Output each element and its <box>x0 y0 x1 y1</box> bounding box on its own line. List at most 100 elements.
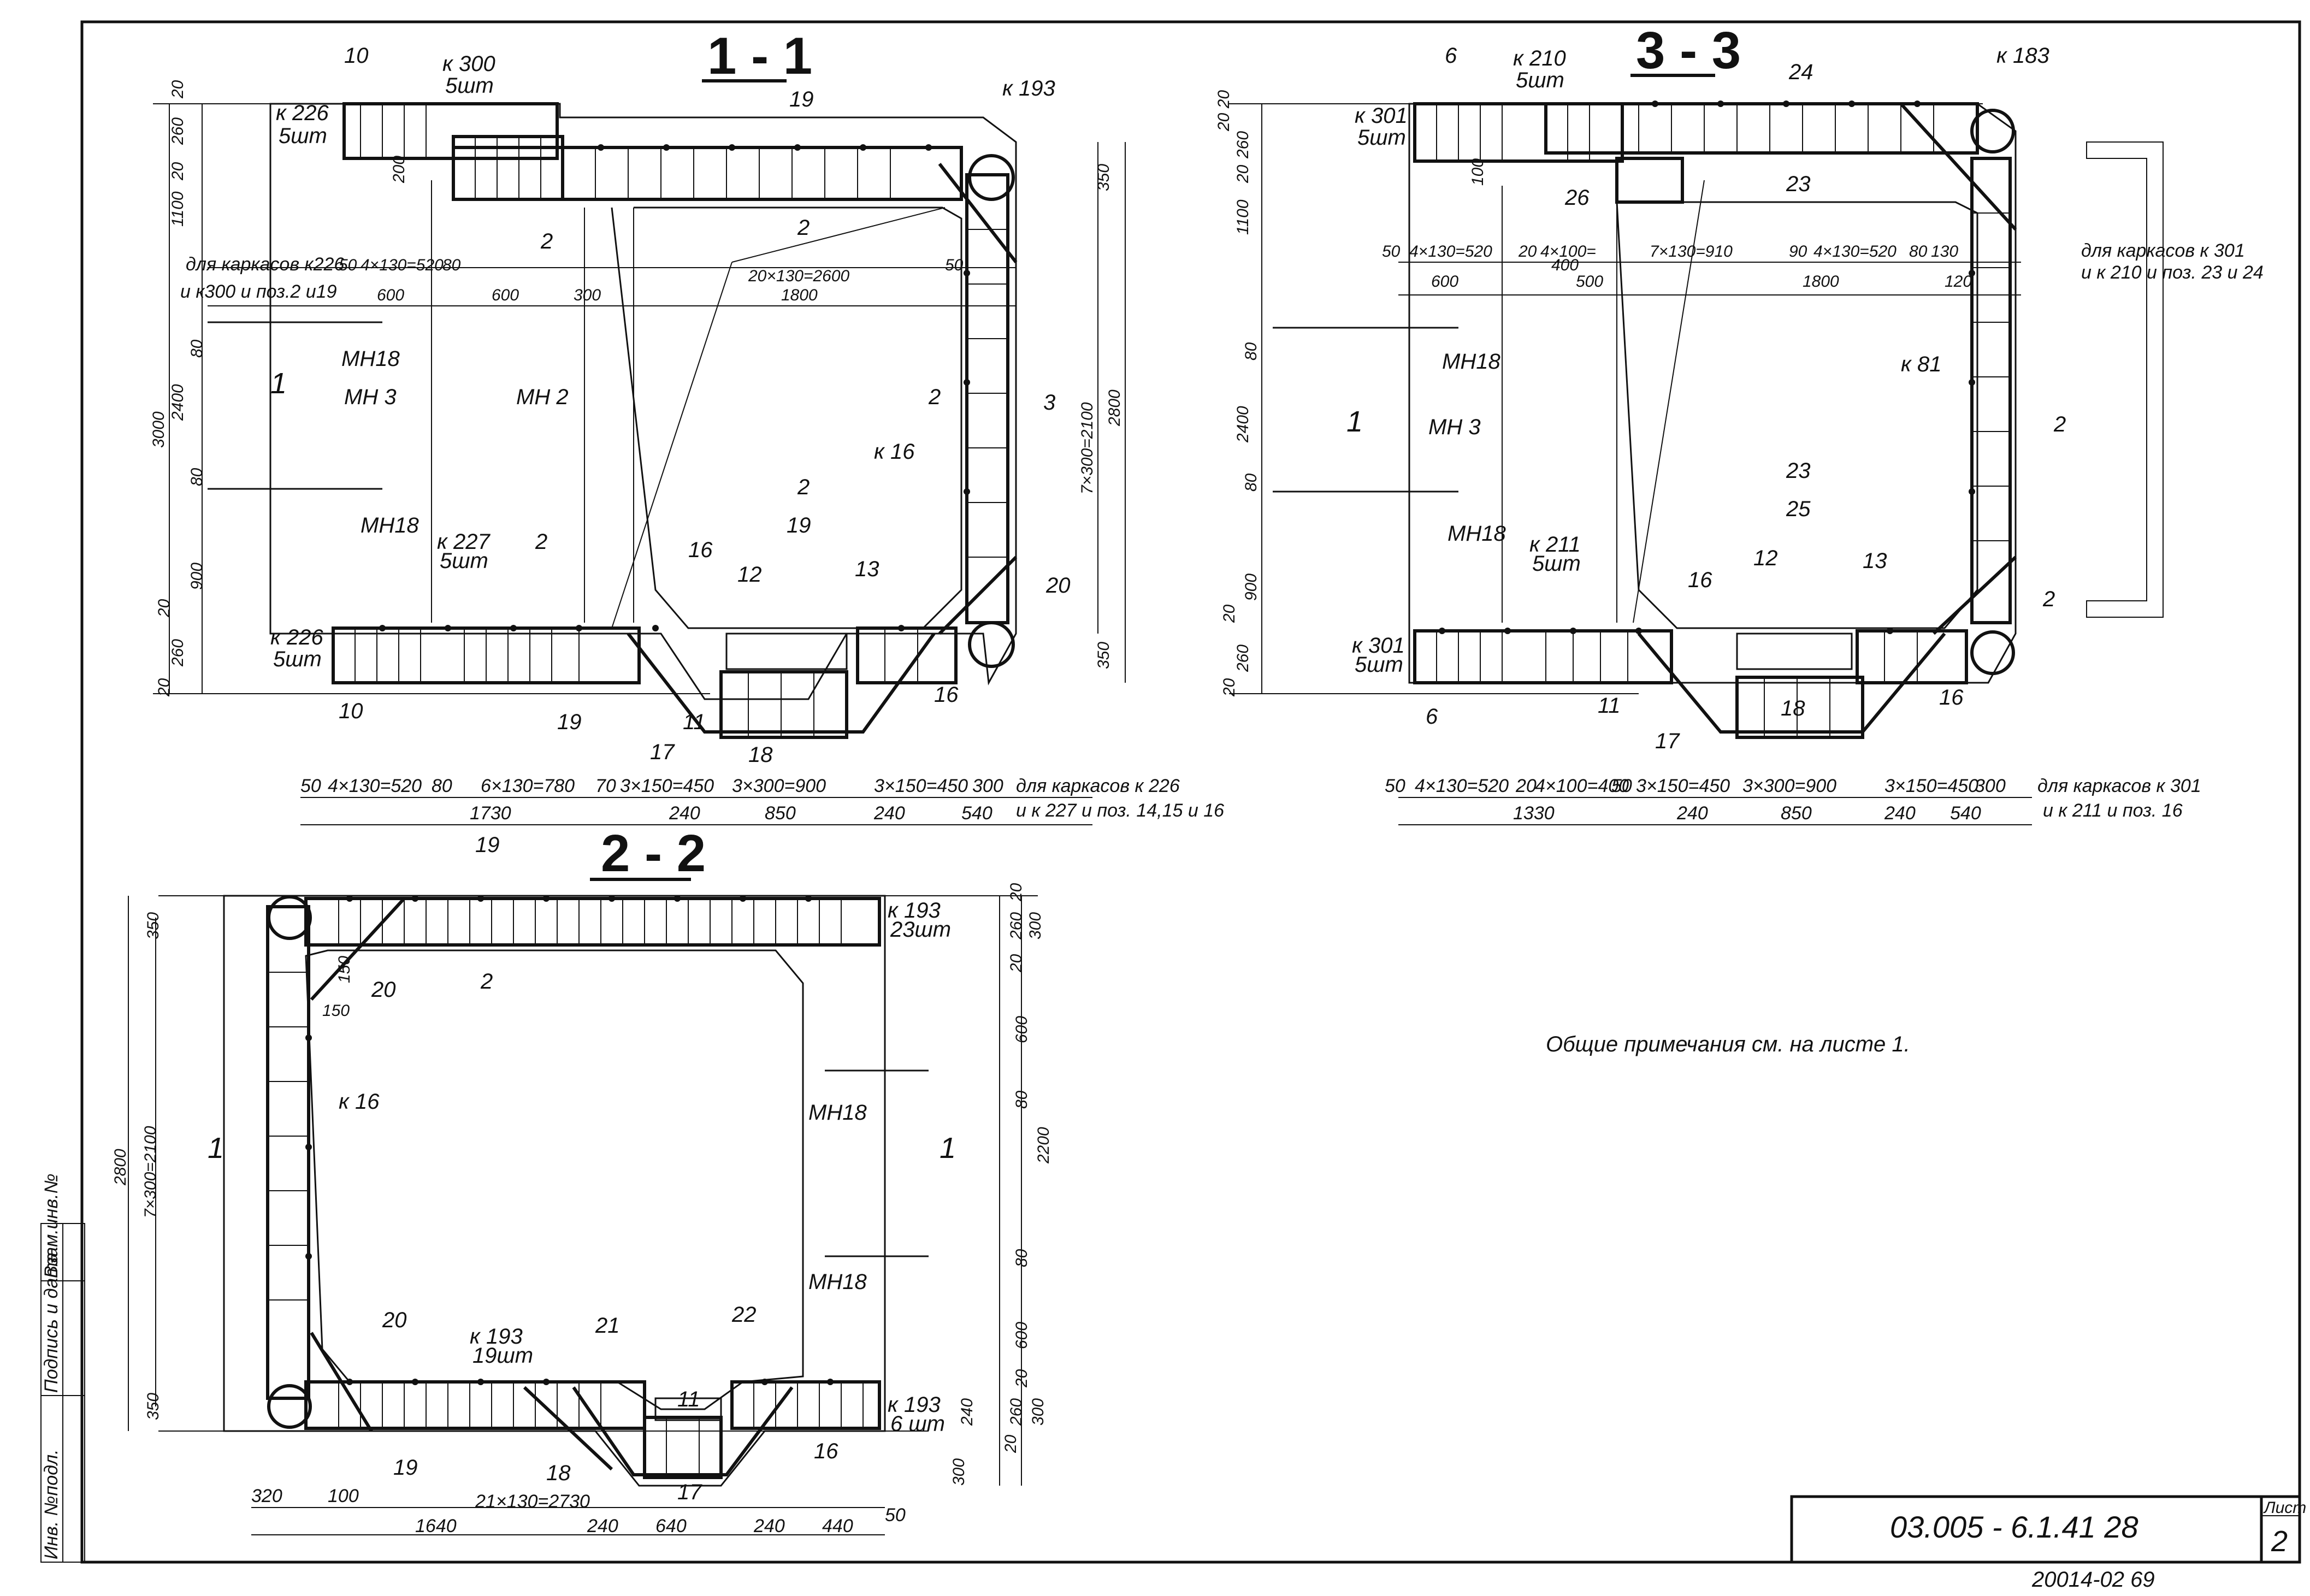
dim-1100-33: 1100 <box>1234 199 1252 235</box>
tag-k301-top: к 301 <box>1355 104 1408 128</box>
tag-16-22: 16 <box>814 1439 838 1463</box>
dim-80b: 80 <box>188 468 206 486</box>
tag-mh3-33: МН 3 <box>1428 415 1481 439</box>
dim-150a-22: 150 <box>335 956 353 983</box>
tag-2-c: 2 <box>928 385 941 409</box>
tag-17-22: 17 <box>677 1480 702 1504</box>
tag-6: 6 <box>1445 44 1457 68</box>
tag-18-33: 18 <box>1781 696 1805 720</box>
tag-1-22-right: 1 <box>940 1132 956 1165</box>
dim-7x300: 7×300=2100 <box>1078 402 1096 494</box>
tag-25: 25 <box>1786 497 1811 521</box>
dim-b21x130-22: 21×130=2730 <box>475 1491 590 1512</box>
dim-1100: 1100 <box>169 191 187 227</box>
dim-900: 900 <box>188 563 206 590</box>
dim-260-33: 260 <box>1234 131 1252 159</box>
dim-350b: 350 <box>1095 642 1113 669</box>
tag-k301-bottom-count: 5шт <box>1355 653 1403 677</box>
dim-r20d-22: 20 <box>1002 1434 1020 1453</box>
dim-r4x100-33: 4×100= <box>1540 243 1596 261</box>
dim-b3x300-33: 3×300=900 <box>1742 776 1836 796</box>
tag-mh3: МН 3 <box>344 385 397 409</box>
dim-r600a-22: 600 <box>1013 1016 1031 1043</box>
tag-18: 18 <box>748 743 773 767</box>
dim-b50: 50 <box>300 776 321 796</box>
tag-k226-bottom: к 226 <box>270 625 323 649</box>
dim-20b-33: 20 <box>1220 604 1238 623</box>
dim-r4x130: 4×130=520 <box>361 256 444 274</box>
tag-19: 19 <box>789 87 814 111</box>
archive-number: 20014-02 69 <box>2031 1568 2155 1592</box>
tag-13-33: 13 <box>1863 549 1887 573</box>
tag-16-33: 16 <box>1688 568 1712 592</box>
stamp-col-podpis: Подпись и дата <box>41 1252 62 1393</box>
dim-r120-33: 120 <box>1945 273 1972 291</box>
dim-r500-33: 500 <box>1576 273 1603 291</box>
dim-r80a-22: 80 <box>1013 1090 1031 1109</box>
tag-19-c: 19 <box>557 710 582 734</box>
dim-2800-22: 2800 <box>111 1149 129 1186</box>
tag-17: 17 <box>650 740 675 764</box>
side-stamp: Взам.инв.№ Подпись и дата Инв. №подл. <box>40 1174 85 1563</box>
tag-k227: к 227 <box>437 530 491 554</box>
dim-b320-22: 320 <box>251 1486 282 1506</box>
tag-16-b: 16 <box>934 683 959 707</box>
dim-r1800-33: 1800 <box>1803 273 1839 291</box>
tag-1: 1 <box>270 367 287 400</box>
tag-k226-top-count: 5шт <box>279 124 327 148</box>
dim-r300c-22: 300 <box>950 1458 968 1486</box>
tag-2-b: 2 <box>540 229 553 253</box>
tag-10-b: 10 <box>339 699 363 723</box>
dim-b300: 300 <box>972 776 1003 796</box>
dim-r2200-22: 2200 <box>1035 1127 1053 1164</box>
dim-b3x150a: 3×150=450 <box>620 776 714 796</box>
dim-b850-33: 850 <box>1781 803 1812 824</box>
dim-b100-22: 100 <box>328 1486 359 1506</box>
section-3-3: 3 - 3 <box>1215 21 2264 825</box>
tag-2-b-33: 2 <box>2042 587 2055 611</box>
dim-b6x130: 6×130=780 <box>481 776 575 796</box>
note-for-frames-33: для каркасов к 301 <box>2081 240 2245 261</box>
dim-b440-22: 440 <box>822 1516 853 1536</box>
sheet-frame <box>80 20 2301 1564</box>
tag-12-33: 12 <box>1753 546 1778 570</box>
dim-r50b: 50 <box>945 256 964 274</box>
dim-b1330-33: 1330 <box>1513 803 1555 824</box>
dim-350a-22: 350 <box>144 912 162 939</box>
dim-r600b-22: 600 <box>1013 1322 1031 1349</box>
tag-10: 10 <box>344 44 369 68</box>
tag-k300: к 300 <box>442 52 495 76</box>
dim-b4x100-33: 4×100=400 <box>1535 776 1629 796</box>
tag-k193-right-count: 6 шт <box>890 1412 945 1436</box>
dim-r20b-22: 20 <box>1007 954 1025 973</box>
tag-16: 16 <box>688 538 713 562</box>
tag-23: 23 <box>1786 172 1811 196</box>
dim-20c-33: 20 <box>1220 678 1238 697</box>
tag-12: 12 <box>737 563 762 587</box>
dim-r300a-22: 300 <box>1026 912 1044 939</box>
tag-k16: к 16 <box>874 440 915 464</box>
dim-20a: 20 <box>169 80 187 99</box>
tag-mh18-a: МН18 <box>341 347 400 371</box>
dim-r90-33: 90 <box>1789 243 1807 261</box>
dim-2020: 20 20 <box>1215 90 1233 132</box>
dim-b50b-33: 50 <box>1611 776 1632 796</box>
dim-r20-33: 20 <box>1518 243 1537 261</box>
dim-900-33: 900 <box>1242 574 1260 601</box>
dim-b240b-22: 240 <box>753 1516 785 1536</box>
dim-r600b: 600 <box>492 286 519 304</box>
dim-r50-33: 50 <box>1382 243 1401 261</box>
tag-k81: к 81 <box>1901 352 1942 376</box>
tag-k183: к 183 <box>1996 44 2049 68</box>
doc-code: 03.005 - 6.1.41 28 <box>1890 1510 2138 1544</box>
tag-11-22: 11 <box>677 1387 700 1411</box>
tag-2-a: 2 <box>797 216 810 240</box>
tag-k227-count: 5шт <box>440 549 488 573</box>
tag-20-b-22: 20 <box>382 1308 407 1332</box>
stirrups-wall-1-1 <box>967 229 1008 558</box>
dim-80a: 80 <box>188 339 206 358</box>
stirrups-top-1-1 <box>360 104 891 199</box>
tag-k301-top-count: 5шт <box>1357 126 1406 150</box>
dim-350a: 350 <box>1095 164 1113 191</box>
tag-k210: к 210 <box>1513 46 1566 70</box>
